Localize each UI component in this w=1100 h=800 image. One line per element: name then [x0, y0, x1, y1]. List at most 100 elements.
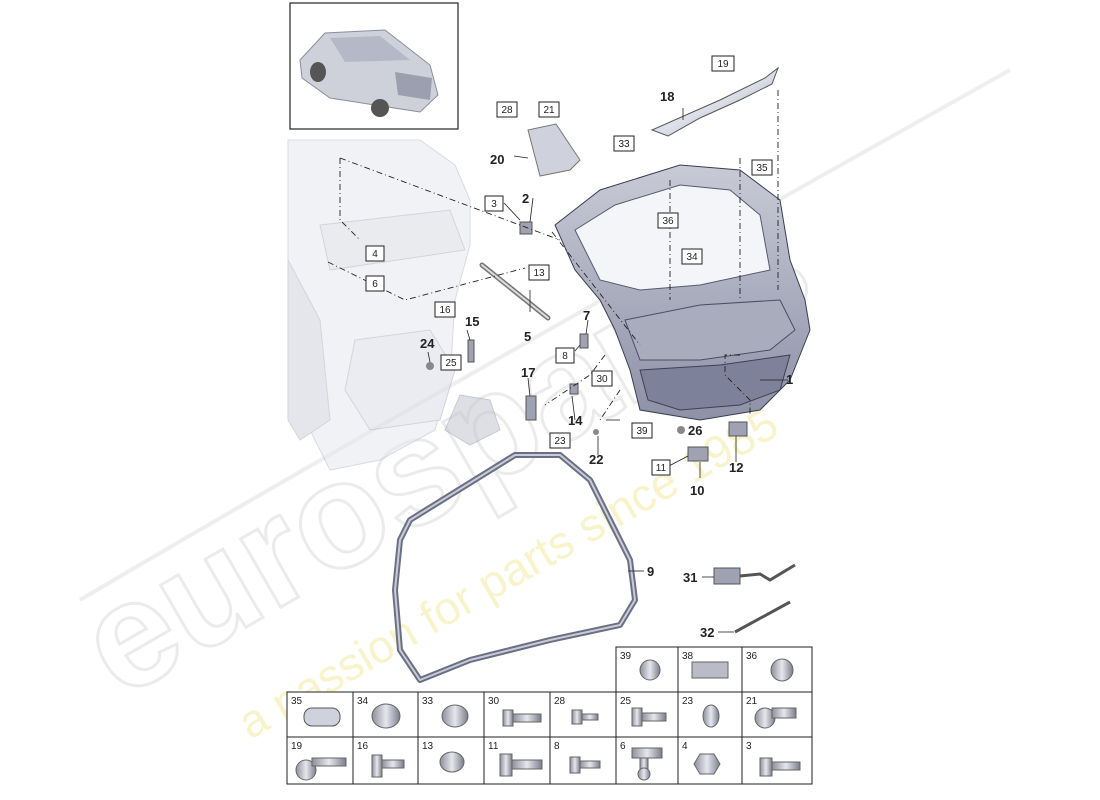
- svg-text:13: 13: [533, 268, 545, 279]
- callout-8: 8: [555, 347, 575, 364]
- callout-1: 1: [786, 372, 793, 387]
- part-16-icon: [371, 754, 405, 778]
- grid-label-33: 33: [422, 696, 434, 707]
- part-28-icon: [571, 709, 599, 725]
- part-38-icon: [691, 661, 729, 679]
- grid-label-34: 34: [357, 696, 369, 707]
- callout-16: 16: [434, 301, 456, 318]
- grid-label-38: 38: [682, 651, 694, 662]
- callout-5: 5: [524, 329, 531, 344]
- grid-label-36: 36: [746, 651, 758, 662]
- svg-text:11: 11: [656, 463, 667, 474]
- grid-label-13: 13: [422, 741, 434, 752]
- svg-text:36: 36: [662, 216, 674, 227]
- callout-31: 31: [683, 570, 697, 585]
- grid-label-19: 19: [291, 741, 303, 752]
- callout-32: 32: [700, 625, 714, 640]
- part-11-icon: [499, 753, 543, 777]
- svg-text:25: 25: [445, 358, 457, 369]
- callout-4: 4: [365, 245, 385, 262]
- callout-34: 34: [681, 248, 703, 265]
- callout-36: 36: [657, 212, 679, 229]
- part-3-icon: [759, 757, 801, 777]
- grid-label-6: 6: [620, 741, 626, 752]
- grid-label-8: 8: [554, 741, 560, 752]
- callout-17: 17: [521, 365, 535, 380]
- callout-2: 2: [522, 191, 529, 206]
- svg-text:3: 3: [491, 199, 497, 210]
- callout-13: 13: [528, 264, 550, 281]
- callout-21: 21: [538, 101, 560, 118]
- tailgate-seal: [392, 452, 638, 683]
- tailgate-assembly: [554, 164, 811, 421]
- svg-text:19: 19: [717, 59, 729, 70]
- svg-text:34: 34: [686, 252, 698, 263]
- callout-28: 28: [496, 101, 518, 118]
- svg-text:8: 8: [562, 351, 568, 362]
- callout-3: 3: [484, 195, 504, 212]
- svg-text:28: 28: [501, 105, 513, 116]
- callout-12: 12: [729, 460, 743, 475]
- gas-strut: [479, 262, 551, 321]
- svg-text:6: 6: [372, 279, 378, 290]
- hinge-small-parts: [426, 221, 748, 462]
- grid-label-4: 4: [682, 741, 688, 752]
- vehicle-inset: [289, 2, 459, 130]
- grid-label-39: 39: [620, 651, 632, 662]
- svg-text:33: 33: [618, 139, 630, 150]
- grid-label-16: 16: [357, 741, 369, 752]
- callout-30: 30: [591, 370, 613, 387]
- callout-24: 24: [420, 336, 435, 351]
- callout-14: 14: [568, 413, 583, 428]
- svg-text:30: 30: [596, 374, 608, 385]
- part-30-icon: [502, 709, 542, 727]
- release-cables: [713, 563, 796, 634]
- grid-label-35: 35: [291, 696, 303, 707]
- svg-text:21: 21: [543, 105, 555, 116]
- part-8-icon: [569, 756, 601, 774]
- parts-grid: 39 38 36 35 34 33 30 28 25 23 21 19 16 1…: [286, 646, 813, 785]
- callout-33: 33: [613, 135, 635, 152]
- svg-text:16: 16: [439, 305, 451, 316]
- grid-label-25: 25: [620, 696, 632, 707]
- grid-label-3: 3: [746, 741, 752, 752]
- grid-part-thumbnails: [295, 658, 801, 781]
- trim-panel: [527, 123, 581, 177]
- callout-9: 9: [647, 564, 654, 579]
- callout-19: 19: [711, 55, 735, 72]
- rear-spoiler: [650, 66, 780, 137]
- part-34-icon: [371, 703, 401, 729]
- part-35-icon: [303, 707, 341, 727]
- callout-11: 11: [651, 459, 671, 476]
- vehicle-body-outline: [287, 139, 501, 471]
- grid-label-28: 28: [554, 696, 566, 707]
- part-4-icon: [693, 753, 721, 775]
- part-23-icon: [702, 704, 720, 728]
- callout-15: 15: [465, 314, 479, 329]
- callout-39: 39: [631, 422, 653, 439]
- callout-25: 25: [440, 354, 462, 371]
- grid-label-21: 21: [746, 696, 758, 707]
- callout-6: 6: [365, 275, 385, 292]
- callout-10: 10: [690, 483, 704, 498]
- grid-label-11: 11: [488, 741, 499, 752]
- callout-26: 26: [688, 423, 702, 438]
- callout-20: 20: [490, 152, 504, 167]
- solid-leaders: [427, 108, 788, 633]
- grid-label-30: 30: [488, 696, 500, 707]
- boxed-callouts: 19 28 21 33 35 36 3 4 13 34 6 16 25 8 30…: [365, 55, 773, 476]
- svg-text:4: 4: [372, 249, 378, 260]
- grid-label-23: 23: [682, 696, 694, 707]
- plain-callouts: 18 20 2 15 24 5 7 17 1 14 26 22 12 10 9 …: [420, 89, 793, 640]
- part-39-icon: [639, 659, 661, 681]
- leader-lines: [327, 90, 779, 421]
- part-25-icon: [631, 707, 667, 727]
- callout-7: 7: [583, 308, 590, 323]
- part-21-icon: [754, 707, 797, 729]
- part-36-icon: [770, 658, 794, 682]
- parts-grid-row-2: [286, 691, 813, 738]
- vehicle-thumbnail: [299, 29, 439, 117]
- part-13-icon: [439, 751, 465, 773]
- svg-text:39: 39: [636, 426, 648, 437]
